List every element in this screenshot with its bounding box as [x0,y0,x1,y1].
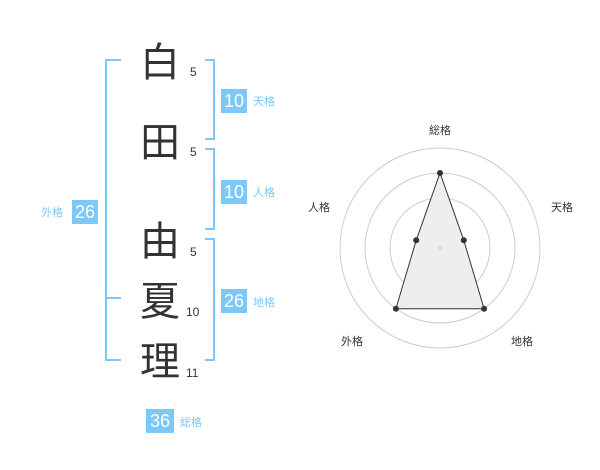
radar-label-tenkaku: 天格 [551,201,573,214]
jinkaku-bracket [205,148,215,230]
radar-point-5 [413,237,420,244]
gaikaku-label: 外格 [41,206,63,219]
radar-ring-4 [339,147,541,349]
name-char-4: 夏 [140,279,180,325]
radar-label-jinkaku: 人格 [308,201,330,214]
stroke-count-5: 11 [186,366,199,380]
chikaku-bracket [205,238,215,361]
tenkaku-label: 天格 [253,95,275,108]
name-char-1: 白 [140,40,180,86]
stroke-count-2: 5 [190,145,197,159]
jinkaku-value: 10 [221,180,247,204]
name-char-3: 由 [140,219,180,265]
radar-point-3 [481,305,488,312]
chikaku-value: 26 [221,289,247,313]
soukaku-label: 総格 [180,416,202,429]
tenkaku-value: 10 [221,89,247,113]
radar-label-chikaku: 地格 [511,335,533,348]
stroke-count-3: 5 [190,245,197,259]
radar-point-2 [460,237,467,244]
jinkaku-label: 人格 [253,186,275,199]
radar-point-1 [437,170,443,176]
name-char-2: 田 [140,120,180,166]
soukaku-value: 36 [146,409,174,433]
name-char-5: 理 [140,339,180,385]
radar-polygon [395,171,485,310]
gaikaku-value: 26 [72,200,98,224]
radar-point-4 [392,305,399,312]
chikaku-label: 地格 [253,296,275,309]
radar-label-soukaku: 総格 [429,124,451,137]
radar-label-gaikaku: 外格 [341,335,363,348]
radar-center-dot [437,245,443,251]
gaikaku-bracket [105,59,121,361]
tenkaku-bracket [205,59,215,140]
stroke-count-4: 10 [186,305,200,319]
stroke-count-1: 5 [190,65,197,79]
